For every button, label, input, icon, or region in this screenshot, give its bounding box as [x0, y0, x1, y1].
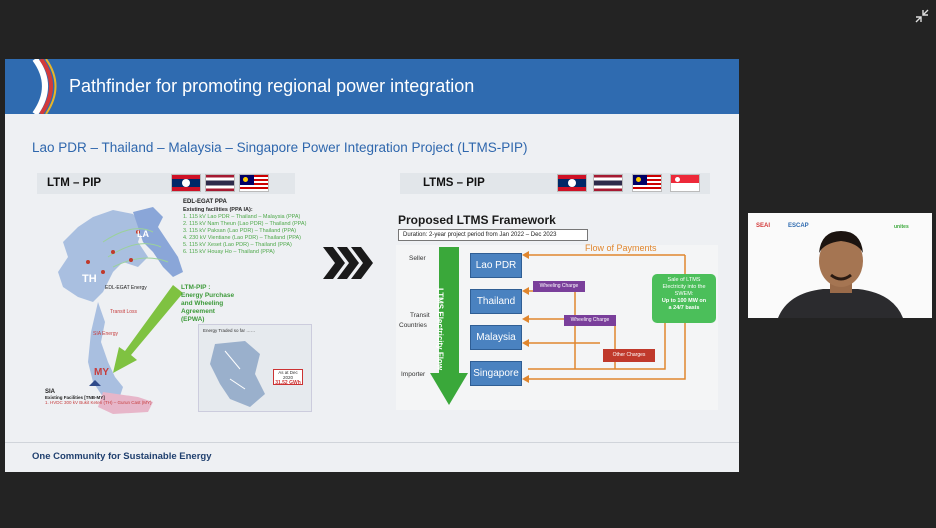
ppa-line: 1. 115 kV Lao PDR – Thailand – Malaysia …: [183, 214, 301, 220]
flow-of-payments-label: Flow of Payments: [585, 243, 657, 253]
flag-thailand: [593, 174, 623, 192]
country-box-malaysia: Malaysia: [470, 325, 522, 350]
slide-banner: Pathfinder for promoting regional power …: [5, 59, 739, 114]
flag-malaysia: [632, 174, 662, 192]
duration-box: Duration: 2-year project period from Jan…: [398, 229, 588, 241]
left-panel-label: LTM – PIP: [47, 177, 102, 189]
sale-line: Sale of LTMS: [667, 277, 701, 283]
energy-traded-title: Energy Traded so far ……: [203, 328, 256, 333]
role-seller: Seller: [409, 255, 426, 262]
electricity-flow-arrow: [430, 247, 468, 405]
epwa-block: LTM-PIP : Energy Purchase and Wheeling A…: [181, 284, 234, 324]
right-panel-label: LTMS – PIP: [423, 177, 485, 189]
epwa-abbr: (EPWA): [181, 316, 205, 323]
epwa-label: LTM-PIP :: [181, 284, 211, 291]
gwh-box: As at Dec 2020 31.52 GWh: [273, 369, 303, 386]
swem-sale-box: Sale of LTMS Electricity into the SWEM: …: [652, 274, 716, 323]
shared-slide: Pathfinder for promoting regional power …: [5, 59, 739, 472]
epwa-arrow: [113, 285, 183, 373]
epwa-line: and Wheeling: [181, 300, 224, 307]
flag-malaysia: [239, 174, 269, 192]
sale-line: Electricity into the: [662, 284, 706, 290]
sia-line: 1. HVDC 300 kV Bukit Keteri (TH) – Gurun…: [45, 400, 152, 405]
map-label-la: LA: [137, 229, 149, 239]
partner-logo: unites: [894, 224, 909, 230]
chevrons-arrow-icon: [323, 247, 373, 279]
sale-line: a 24/7 basis: [668, 305, 700, 311]
country-box-lao: Lao PDR: [470, 253, 522, 278]
country-box-thailand: Thailand: [470, 289, 522, 314]
epwa-line: Energy Purchase: [181, 292, 235, 299]
role-transit: Transit: [410, 312, 430, 319]
ppa-line: 3. 115 kV Paksan (Lao PDR) – Thailand (P…: [183, 228, 297, 234]
electricity-flow-label: LTMS Electricity Flow: [435, 287, 445, 371]
ppa-subtitle: Existing facilities (PPA IA):: [183, 207, 253, 213]
exit-fullscreen-button[interactable]: [912, 6, 932, 26]
escap-logo: ESCAP: [788, 223, 809, 229]
map-label-transit: Transit Loss: [110, 309, 138, 315]
sia-block: SIA Existing Facilities [TNB-MY] 1. HVDC…: [45, 389, 152, 405]
sia-title: SIA: [45, 389, 56, 395]
ppa-line: 5. 115 kV Xeset (Lao PDR) – Thailand (PP…: [183, 242, 292, 248]
speaker-silhouette: [778, 231, 903, 318]
flag-laos: [557, 174, 587, 192]
sia-line: Existing Facilities [TNB-MY]: [45, 395, 105, 400]
role-importer: Importer: [401, 371, 426, 378]
banner-arc-logo: [32, 59, 57, 114]
map-label-sia-energy: SIA Energy: [93, 331, 119, 337]
region-map: [58, 207, 183, 414]
ppa-line: 2. 115 kV Nam Theun (Lao PDR) – Thailand…: [183, 221, 307, 227]
framework-title: Proposed LTMS Framework: [398, 213, 556, 227]
flag-laos: [171, 174, 201, 192]
map-label-edl-egat: EDL-EGAT Energy: [105, 285, 147, 291]
sale-line: SWEM:: [674, 291, 694, 297]
ppa-line: 4. 230 kV Vientiane (Lao PDR) – Thailand…: [183, 235, 302, 241]
slide-title: Pathfinder for promoting regional power …: [69, 76, 475, 96]
country-box-singapore: Singapore: [470, 361, 522, 386]
wheeling-charge-badge: Wheeling Charge: [533, 281, 585, 292]
gwh-as-at: As at Dec 2020: [278, 370, 298, 380]
other-charges-badge: Other Charges: [603, 349, 655, 362]
flag-singapore: [670, 174, 700, 192]
ppa-block: EDL-EGAT PPA Existing facilities (PPA IA…: [183, 199, 306, 256]
slide-subtitle: Lao PDR – Thailand – Malaysia – Singapor…: [32, 140, 528, 155]
slide-footer: One Community for Sustainable Energy: [32, 451, 212, 462]
footer-divider: [5, 442, 739, 443]
speaker-video-tile[interactable]: SEAI ESCAP unites: [748, 213, 932, 318]
map-label-th: TH: [82, 273, 97, 285]
ppa-line: 6. 115 kV Houay Ho – Thailand (PPA): [183, 249, 275, 255]
epwa-line: Agreement: [181, 308, 215, 315]
ppa-title: EDL-EGAT PPA: [183, 199, 227, 205]
sale-line: Up to 100 MW on: [661, 298, 707, 304]
flag-thailand: [205, 174, 235, 192]
role-countries: Countries: [399, 322, 427, 329]
seai-logo: SEAI: [756, 223, 771, 229]
energy-traded-map: [210, 341, 265, 407]
map-label-my: MY: [94, 367, 109, 378]
energy-traded-box: Energy Traded so far …… As at Dec 2020 3…: [198, 324, 312, 412]
gwh-value: 31.52 GWh: [275, 380, 301, 386]
compress-icon: [915, 9, 929, 23]
wheeling-charge-badge: Wheeling Charge: [564, 315, 616, 326]
